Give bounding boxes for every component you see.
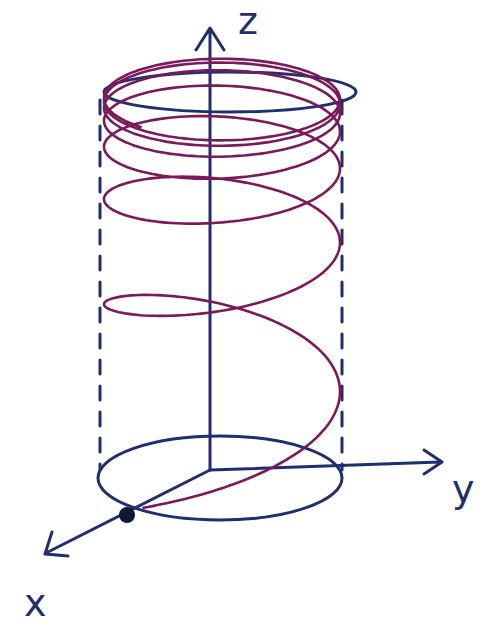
start-point [119, 507, 135, 523]
z-axis-label: z [238, 2, 258, 40]
z-axis [196, 28, 224, 470]
x-axis [45, 470, 210, 556]
helix-curve [104, 59, 340, 508]
y-axis [210, 450, 442, 474]
x-axis-label: x [24, 584, 47, 622]
y-axis-label: y [452, 470, 475, 508]
cylinder-edge [99, 100, 102, 470]
cylinder-edge [341, 100, 344, 470]
